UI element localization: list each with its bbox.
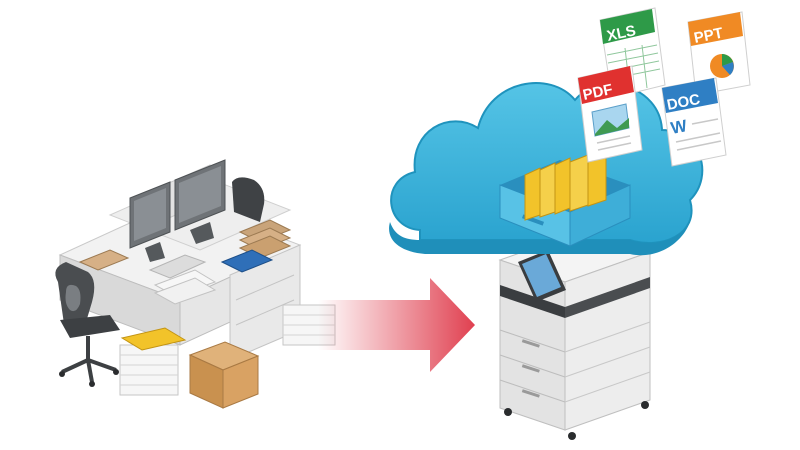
multifunction-printer-icon — [498, 229, 652, 440]
word-letter-icon: W — [669, 116, 689, 138]
doc-file-icon: DOC W — [661, 77, 727, 167]
doc-file-label: DOC — [666, 91, 702, 114]
transfer-arrow-icon — [318, 278, 475, 372]
ppt-file-label: PPT — [693, 25, 725, 47]
cardboard-box-icon — [188, 341, 260, 409]
paper-stack-icon — [78, 219, 292, 305]
xls-file-label: XLS — [605, 22, 637, 45]
ppt-file-icon: PPT — [687, 11, 751, 96]
computer-monitor-icon — [129, 159, 226, 279]
pdf-file-label: PDF — [581, 81, 614, 104]
office-chair-icon — [232, 177, 265, 222]
pdf-file-icon: PDF — [577, 65, 643, 163]
office-chair-icon — [55, 262, 120, 387]
file-drawer-icon — [499, 150, 631, 247]
